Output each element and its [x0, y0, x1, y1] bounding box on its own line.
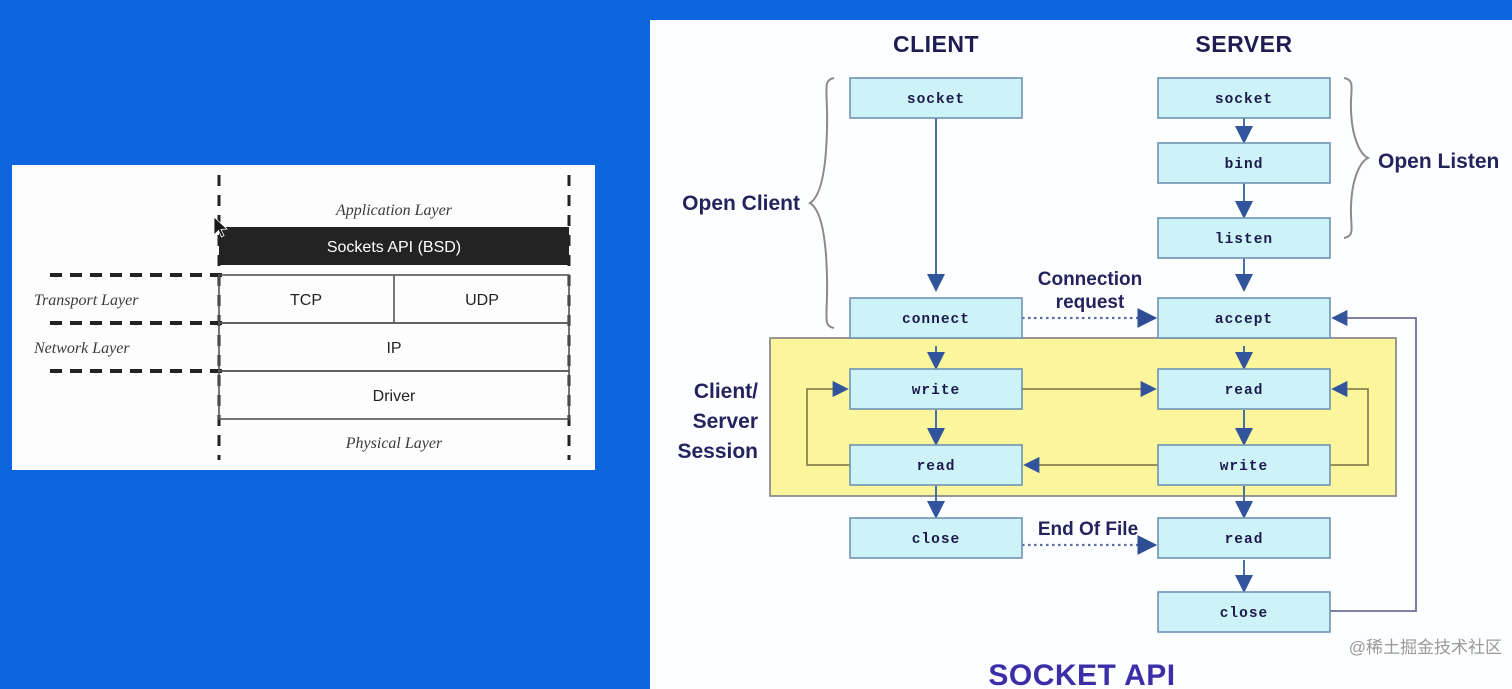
server-node-accept[interactable]: accept — [1157, 297, 1331, 339]
server-node-socket-label: socket — [1215, 92, 1273, 108]
server-node-write-session[interactable]: write — [1157, 444, 1331, 486]
socket-api-panel: CLIENT SERVER — [650, 20, 1512, 689]
server-node-accept-label: accept — [1215, 312, 1273, 328]
open-client-brace — [808, 77, 835, 329]
client-node-connect[interactable]: connect — [849, 297, 1023, 339]
watermark-text: @稀土掘金技术社区 — [1349, 638, 1502, 657]
protocol-stack-diagram: Application Layer Sockets API (BSD) TCP … — [33, 175, 571, 460]
udp-cell: UDP — [465, 292, 499, 309]
ip-cell: IP — [386, 340, 401, 357]
client-node-socket-label: socket — [907, 92, 965, 108]
client-read-loop-to-write — [806, 380, 850, 466]
server-node-write-session-label: write — [1220, 459, 1269, 475]
client-node-socket[interactable]: socket — [849, 77, 1023, 119]
tcp-cell: TCP — [290, 292, 322, 309]
server-node-listen-label: listen — [1215, 232, 1273, 248]
driver-cell: Driver — [373, 388, 416, 405]
client-node-close[interactable]: close — [849, 517, 1023, 559]
server-close-to-accept-return — [1330, 309, 1417, 612]
server-node-read-session-label: read — [1225, 383, 1264, 399]
server-node-read-session[interactable]: read — [1157, 368, 1331, 410]
client-node-write-label: write — [912, 383, 961, 399]
client-node-connect-label: connect — [902, 312, 970, 328]
open-listen-label: Open Listen — [1378, 150, 1499, 173]
end-of-file-label: End Of File — [1038, 519, 1138, 540]
open-client-label: Open Client — [682, 192, 800, 215]
physical-layer-label: Physical Layer — [345, 435, 443, 452]
sockets-api-band — [219, 227, 569, 265]
server-node-close-label: close — [1220, 606, 1269, 622]
server-write-loop-to-read — [1330, 380, 1369, 466]
sockets-api-label: Sockets API (BSD) — [327, 239, 461, 256]
client-node-write[interactable]: write — [849, 368, 1023, 410]
open-listen-brace — [1343, 77, 1371, 239]
network-layer-label: Network Layer — [33, 340, 130, 357]
connection-request-label-line1: Connection — [1038, 269, 1143, 290]
server-header: SERVER — [1195, 31, 1292, 57]
server-node-read-eof[interactable]: read — [1157, 517, 1331, 559]
mouse-cursor — [213, 216, 228, 238]
server-node-bind[interactable]: bind — [1157, 142, 1331, 184]
session-label-line3: Session — [677, 440, 758, 463]
socket-api-flowchart: CLIENT SERVER — [677, 31, 1502, 689]
application-layer-label: Application Layer — [335, 202, 453, 219]
server-node-bind-label: bind — [1225, 157, 1264, 173]
client-node-close-label: close — [912, 532, 961, 548]
connection-request-label-line2: request — [1056, 292, 1125, 313]
server-node-read-eof-label: read — [1225, 532, 1264, 548]
server-node-socket[interactable]: socket — [1157, 77, 1331, 119]
session-label-line2: Server — [693, 410, 758, 433]
transport-layer-label: Transport Layer — [34, 292, 139, 309]
client-node-read-label: read — [917, 459, 956, 475]
driver-row — [218, 370, 570, 420]
session-label-line1: Client/ — [694, 380, 758, 403]
socket-api-title: SOCKET API — [988, 659, 1175, 689]
server-node-close[interactable]: close — [1157, 591, 1331, 633]
client-node-read[interactable]: read — [849, 444, 1023, 486]
protocol-stack-panel: Application Layer Sockets API (BSD) TCP … — [12, 165, 595, 470]
client-header: CLIENT — [893, 31, 979, 57]
server-node-listen[interactable]: listen — [1157, 217, 1331, 259]
